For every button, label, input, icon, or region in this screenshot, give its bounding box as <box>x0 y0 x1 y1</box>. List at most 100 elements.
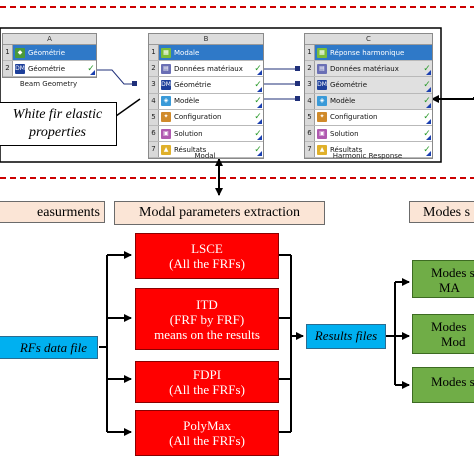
modal-icon: ▦ <box>161 47 171 58</box>
itd-method-box: ITD (FRF by FRF) means on the results <box>135 288 279 350</box>
row-label: Géométrie <box>330 80 368 89</box>
row-label: Configuration <box>174 113 222 122</box>
check-icon: ✓ <box>254 63 262 74</box>
method-detail: (All the FRFs) <box>169 433 245 448</box>
material-icon: ▤ <box>317 63 327 74</box>
table-row[interactable]: 3 DM Géométrie ✓ <box>149 77 263 94</box>
workbench-system-a[interactable]: A 1 ◆ Géométrie 2 DM Géométrie ✓ <box>2 33 97 79</box>
table-row[interactable]: 5 ✦ Configuration ✓ <box>149 109 263 126</box>
workbench-system-b[interactable]: B 1 ▦ Modale 2 ▤ Données matériaux ✓ 3 D… <box>148 33 264 160</box>
method-detail: (FRF by FRF) <box>169 311 245 327</box>
row-number: 5 <box>149 109 159 125</box>
solution-icon: ▣ <box>317 128 327 139</box>
row-label: Données matériaux <box>174 64 243 73</box>
row-number: 1 <box>3 45 13 61</box>
table-row[interactable]: 2 DM Géométrie ✓ <box>3 61 96 78</box>
row-number: 2 <box>3 61 13 77</box>
table-row[interactable]: 3 DM Géométrie ✓ <box>305 77 432 94</box>
mode-line-1: Modes s <box>431 374 474 389</box>
method-detail: (All the FRFs) <box>169 256 245 271</box>
row-number: 7 <box>149 142 159 158</box>
row-label: Modèle <box>330 97 356 106</box>
table-row[interactable]: 2 ▤ Données matériaux ✓ <box>305 61 432 78</box>
table-row[interactable]: 6 ▣ Solution ✓ <box>305 125 432 143</box>
check-icon: ✓ <box>87 63 95 74</box>
table-row[interactable]: 1 ◆ Géométrie <box>3 45 96 62</box>
polymax-method-box: PolyMax (All the FRFs) <box>135 410 279 456</box>
dm-icon: DM <box>317 79 327 90</box>
table-row[interactable]: 2 ▤ Données matériaux ✓ <box>149 61 263 78</box>
row-label: Modale <box>174 48 200 57</box>
table-row[interactable]: 7 ▲ Résultats ✓ <box>149 142 263 159</box>
results-icon: ▲ <box>161 144 171 155</box>
corner-icon <box>257 135 262 141</box>
table-row[interactable]: 6 ▣ Solution ✓ <box>149 125 263 143</box>
method-name: FDPI <box>192 367 222 382</box>
row-label: Modèle <box>174 97 200 106</box>
method-detail: (All the FRFs) <box>169 382 245 397</box>
row-label: Configuration <box>330 113 378 122</box>
corner-icon <box>257 70 262 76</box>
row-label: Solution <box>330 129 359 138</box>
column-header: B <box>149 34 263 45</box>
row-label: Données matériaux <box>330 64 399 73</box>
harmonic-icon: ▦ <box>317 47 327 58</box>
system-caption: Modal <box>194 152 216 160</box>
corner-icon <box>426 102 431 108</box>
row-number: 6 <box>149 125 159 142</box>
method-name: LSCE <box>191 241 223 256</box>
corner-icon <box>257 102 262 108</box>
table-row[interactable]: 1 ▦ Réponse harmonique <box>305 45 432 62</box>
check-icon: ✓ <box>423 144 431 155</box>
check-icon: ✓ <box>254 144 262 155</box>
dm-icon: DM <box>161 79 171 90</box>
corner-icon <box>426 70 431 76</box>
check-icon: ✓ <box>254 96 262 107</box>
system-caption: Beam Geometry <box>19 80 78 88</box>
row-label: Géométrie <box>28 64 66 73</box>
dm-icon: DM <box>15 63 25 74</box>
modes-header: Modes s <box>409 201 474 223</box>
table-row[interactable]: 4 ◈ Modèle ✓ <box>305 93 432 110</box>
corner-icon <box>257 86 262 92</box>
model-icon: ◈ <box>317 96 327 107</box>
right-return-arrow <box>431 95 474 103</box>
corner-icon <box>257 151 262 157</box>
check-icon: ✓ <box>423 79 431 90</box>
lsce-method-box: LSCE (All the FRFs) <box>135 233 279 279</box>
row-label: Géométrie <box>28 48 66 57</box>
extraction-header: Modal parameters extraction <box>114 201 325 225</box>
mode-line-2: MA <box>439 280 460 295</box>
corner-icon <box>426 86 431 92</box>
table-row[interactable]: 1 ▦ Modale <box>149 45 263 62</box>
method-note: means on the results <box>154 326 260 342</box>
table-row[interactable]: 7 ▲ Résultats ✓ <box>305 142 432 159</box>
row-label: Résultats <box>174 145 207 154</box>
corner-icon <box>426 135 431 141</box>
column-header: C <box>305 34 432 45</box>
row-number: 7 <box>305 142 315 158</box>
check-icon: ✓ <box>423 96 431 107</box>
row-number: 2 <box>305 61 315 77</box>
row-number: 5 <box>305 109 315 125</box>
material-callout: White fir elastic properties <box>0 102 117 146</box>
config-icon: ✦ <box>161 112 171 123</box>
row-label: Solution <box>174 129 203 138</box>
row-number: 1 <box>149 45 159 61</box>
callout-pointer <box>115 98 141 117</box>
workbench-system-c[interactable]: C 1 ▦ Réponse harmonique 2 ▤ Données mat… <box>304 33 433 160</box>
row-number: 4 <box>149 93 159 109</box>
corner-icon <box>257 118 262 124</box>
mode-line-1: Modes <box>431 319 467 334</box>
check-icon: ✓ <box>423 63 431 74</box>
frf-data-file-box: RFs data file <box>0 336 98 359</box>
table-row[interactable]: 4 ◈ Modèle ✓ <box>149 93 263 110</box>
check-icon: ✓ <box>423 128 431 139</box>
solution-icon: ▣ <box>161 128 171 139</box>
model-icon: ◈ <box>161 96 171 107</box>
row-number: 4 <box>305 93 315 109</box>
fdpi-method-box: FDPI (All the FRFs) <box>135 361 279 403</box>
row-label: Résultats <box>330 145 363 154</box>
table-row[interactable]: 5 ✦ Configuration ✓ <box>305 109 432 126</box>
